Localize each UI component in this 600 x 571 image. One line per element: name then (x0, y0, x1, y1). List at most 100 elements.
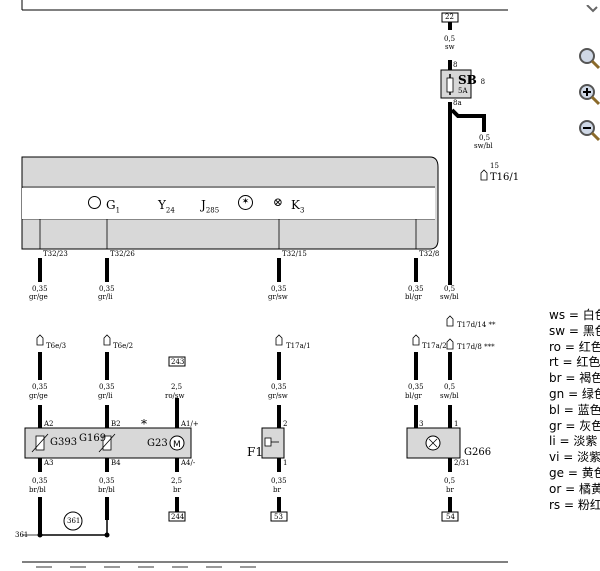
wire-1-connector: T32/26 (110, 250, 135, 258)
component-j285: J285 (201, 198, 220, 215)
wire-0-mid-conn: T6e/3 (46, 342, 67, 350)
legend-row: rt = 红色 (549, 355, 600, 370)
wire-1-size-a: 0,35 (99, 285, 115, 293)
wire-0-size-c: 0,35 (32, 477, 48, 485)
label-g266: G266 (464, 447, 492, 458)
wire-2-connector: T32/15 (282, 250, 307, 258)
legend-row: ws = 白色 (549, 308, 600, 322)
wire-4-size-a: 0,5 (444, 285, 456, 293)
motor-color-b: br (173, 486, 181, 494)
top-wire-size: 0,5 (444, 35, 456, 43)
wire-2-size-c: 0,35 (271, 477, 287, 485)
wire-1-pin-low: B4 (111, 459, 121, 467)
top-wire-color: sw (445, 43, 455, 51)
legend-row: gr = 灰色 (549, 418, 600, 433)
wire-1-color-a: gr/li (98, 293, 113, 301)
branch-wire-pin: 15 (490, 162, 499, 170)
gauge-icon (88, 196, 101, 209)
wire-3-color-b: bl/gr (405, 392, 422, 400)
wire-4-pin: 1 (454, 420, 459, 428)
wire-1-size-c: 0,35 (99, 477, 115, 485)
wire-0-connector: T32/23 (43, 250, 68, 258)
wire-3-size-a: 0,35 (408, 285, 424, 293)
ground-point-label: 361 (15, 531, 29, 539)
motor-terminal-top: 243 (171, 358, 185, 366)
warning-lamp-icon: ⊗ (273, 195, 284, 209)
branch-wire-color: sw/bl (474, 142, 493, 150)
fuse-rating: 5A (458, 87, 468, 95)
wire-0-size-a: 0,35 (32, 285, 48, 293)
wire-1-size-b: 0,35 (99, 383, 115, 391)
wire-0-size-b: 0,35 (32, 383, 48, 391)
wire-3-size-b: 0,35 (408, 383, 424, 391)
wire-3-connector: T32/8 (419, 250, 440, 258)
label-g169: G169 (79, 433, 107, 444)
wire-4-size-b: 0,5 (444, 383, 456, 391)
wire-3-pin: 3 (419, 420, 424, 428)
motor-pin-low: A4/- (181, 459, 196, 467)
wire-3-color-a: bl/gr (405, 293, 422, 301)
legend-row: rs = 粉红 (549, 497, 600, 512)
motor-size-b: 2,5 (171, 477, 183, 485)
wire-2-color-b: gr/sw (268, 392, 288, 400)
terminal-54: 54 (446, 513, 455, 521)
wire-3-mid-conn: T17a/2 (422, 342, 447, 350)
wire-1-mid-conn: T6e/2 (113, 342, 134, 350)
legend-row: or = 橘黄 (549, 481, 600, 496)
label-f1: F1 (247, 445, 263, 459)
wire-0-pin-low: A3 (44, 459, 54, 467)
label-g393: G393 (50, 437, 78, 448)
wire-0-color-b: gr/ge (29, 392, 48, 400)
wire-4-pin-low: 2/31 (454, 459, 470, 467)
svg-text:M: M (173, 440, 181, 450)
pointer-icon[interactable] (585, 0, 599, 13)
legend-row: sw = 黑色 (549, 323, 600, 338)
wire-1-color-b: gr/li (98, 392, 113, 400)
indicator-lamp-icon: ✶ (238, 195, 253, 210)
legend-row: gn = 绿色 (549, 386, 600, 401)
motor-terminal-bottom: 244 (171, 513, 185, 521)
legend-row: li = 淡紫 (549, 434, 598, 449)
wire-0-color-a: gr/ge (29, 293, 48, 301)
wire-0-color-c: br/bl (29, 486, 46, 494)
wire-4-color-a: sw/bl (440, 293, 459, 301)
terminal-53: 53 (274, 513, 283, 521)
zoom-in-icon[interactable] (577, 82, 600, 108)
wire-4-mid-conn2: T17d/8 *** (457, 343, 495, 351)
wire-2-color-c: br (273, 486, 281, 494)
wire-4-mid-conn: T17d/14 ** (457, 321, 496, 329)
zoom-out-icon[interactable] (577, 118, 600, 144)
wire-4-size-c: 0,5 (444, 477, 456, 485)
legend-row: bl = 蓝色 (549, 402, 600, 417)
wire-2-pin: 2 (283, 420, 288, 428)
ground-node-label: 361 (67, 517, 81, 525)
component-k3: K3 (291, 198, 305, 215)
wire-0-pin: A2 (44, 420, 54, 428)
motor-color-a: ro/sw (165, 392, 185, 400)
wire-2-size-b: 0,35 (271, 383, 287, 391)
wire-4-color-b: sw/bl (440, 392, 459, 400)
wire-1-color-c: br/bl (98, 486, 115, 494)
zoom-fit-icon[interactable] (577, 46, 600, 72)
branch-wire-size: 0,5 (479, 134, 491, 142)
wire-2-color-a: gr/sw (268, 293, 288, 301)
wire-1-pin: B2 (111, 420, 121, 428)
terminal-22: 22 (445, 13, 454, 21)
label-g23: G23 (147, 438, 168, 449)
fuse-pin-in: 8 (453, 61, 458, 69)
legend-row: ge = 黄色 (549, 465, 600, 480)
wire-2-size-a: 0,35 (271, 285, 287, 293)
star-note: * (141, 417, 147, 431)
wire-4-color-c: br (446, 486, 454, 494)
color-legend: ws = 白色 sw = 黑色 ro = 红色 rt = 红色 br = 褐色 … (549, 306, 600, 512)
branch-connector: T16/1 (490, 172, 520, 183)
wire-2-mid-conn: T17a/1 (286, 342, 311, 350)
legend-row: br = 褐色 (549, 371, 600, 386)
fuse-label: SB 8 (458, 73, 486, 87)
motor-size-a: 2,5 (171, 383, 183, 391)
legend-row: ro = 红色 (549, 339, 600, 354)
f1-switch-box (261, 427, 285, 459)
component-y24: Y24 (158, 198, 175, 215)
